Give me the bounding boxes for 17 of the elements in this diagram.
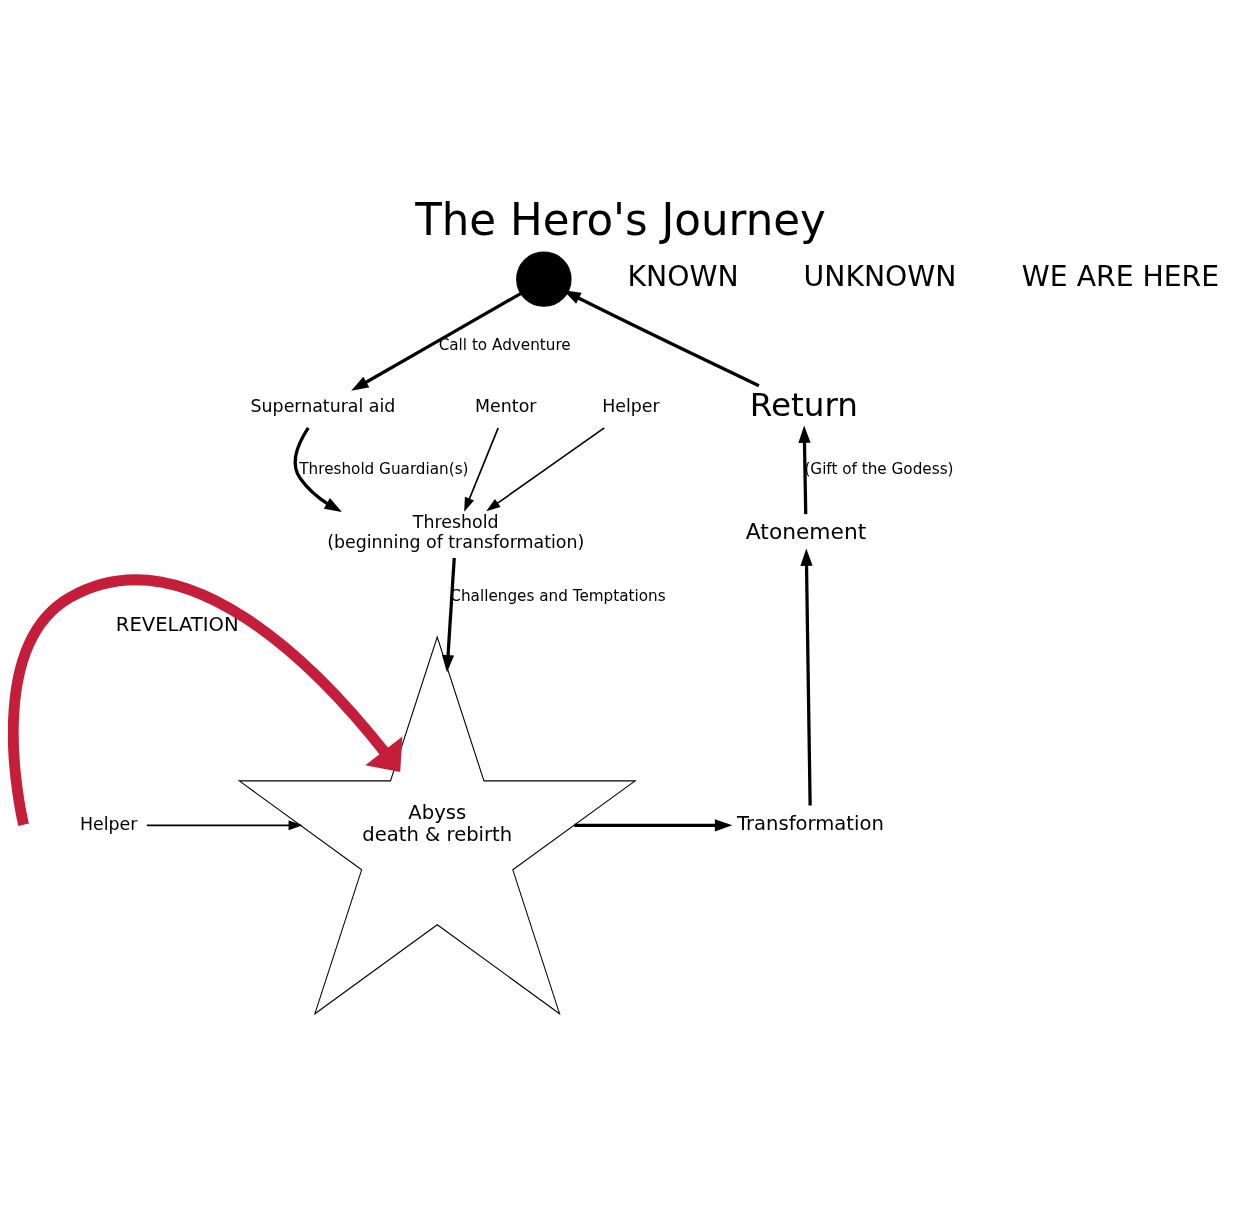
edge-label: (Gift of the Godess) [804, 459, 954, 478]
edge-label: Challenges and Temptations [450, 586, 666, 605]
node-text: Supernatural aid [250, 395, 396, 416]
label: WE ARE HERE [1021, 259, 1220, 293]
label: KNOWN [627, 259, 739, 293]
node-text: Helper [79, 813, 138, 833]
edge-label: Threshold Guardian(s) [299, 459, 469, 478]
label: UNKNOWN [803, 259, 957, 293]
node-text: Return [749, 385, 859, 424]
edge-label: Call to Adventure [438, 335, 571, 354]
node-text: Atonement [745, 518, 867, 544]
node-text: Threshold (beginning of transformation) [327, 511, 585, 552]
node-text: Helper [602, 395, 660, 416]
node-text: Transformation [736, 811, 884, 835]
node-label: REVELATION [115, 612, 239, 636]
node-text: Mentor [475, 395, 537, 416]
diagram-title: The Hero's Journey [415, 194, 826, 245]
